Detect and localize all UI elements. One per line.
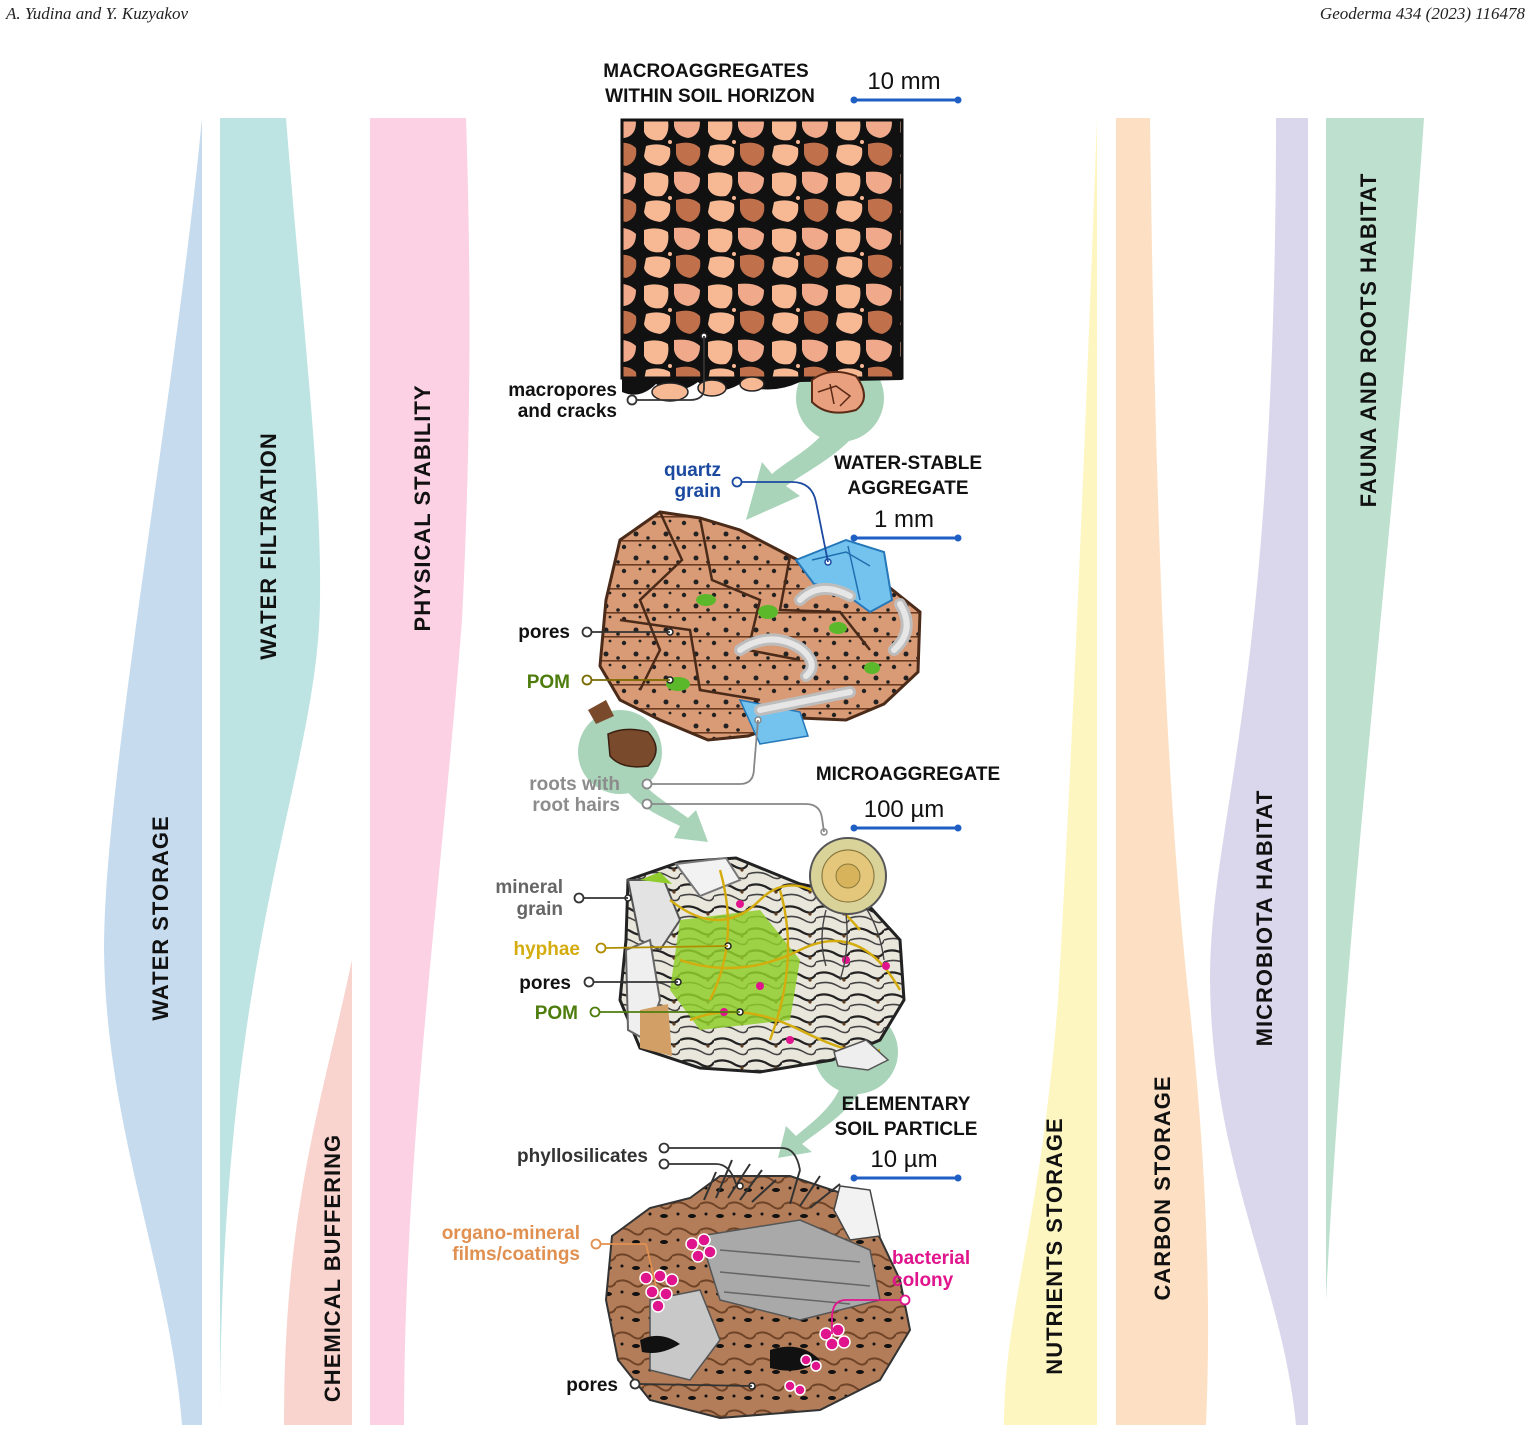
water-stable-title-line1: WATER-STABLE <box>834 453 982 474</box>
label-macropores-line2: and cracks <box>518 401 617 422</box>
macro-title-line1: MACROAGGREGATES <box>603 61 808 82</box>
band-label-water-filtration: WATER FILTRATION <box>256 432 281 659</box>
running-head-authors: A. Yudina and Y. Kuzyakov <box>6 4 188 23</box>
band-water-storage <box>104 118 202 1425</box>
scale-bars <box>854 98 958 1180</box>
label-roots-line2: root hairs <box>532 795 620 816</box>
label-bacterial-line2: colony <box>892 1270 954 1291</box>
band-label-physical-stability: PHYSICAL STABILITY <box>410 385 435 632</box>
elementary-title-line1: ELEMENTARY <box>842 1094 971 1115</box>
band-label-nutrients-storage: NUTRIENTS STORAGE <box>1042 1117 1067 1374</box>
label-phyllosilicates: phyllosilicates <box>517 1146 648 1167</box>
band-physical-stability <box>370 118 470 1425</box>
scale-bar-ends <box>850 96 962 1182</box>
label-quartz-line1: quartz <box>664 460 721 481</box>
label-macropores-line1: macropores <box>508 380 617 401</box>
label-pom-micro: POM <box>535 1003 578 1024</box>
elementary-scale-label: 10 µm <box>870 1146 937 1173</box>
label-mineral-line2: grain <box>517 899 563 920</box>
band-label-fauna-roots-habitat: FAUNA AND ROOTS HABITAT <box>1356 173 1381 508</box>
label-mineral-line1: mineral <box>495 877 563 898</box>
running-head-journal: Geoderma 434 (2023) 116478 <box>1319 4 1525 23</box>
bacterial-colony-marks <box>639 1233 851 1396</box>
label-pores-aggregate: pores <box>518 622 570 643</box>
label-pom-aggregate: POM <box>527 672 570 693</box>
label-pores-particle: pores <box>566 1375 618 1396</box>
label-organo-line1: organo-mineral <box>442 1223 580 1244</box>
label-organo-line2: films/coatings <box>452 1244 580 1265</box>
macro-title-line2: WITHIN SOIL HORIZON <box>605 86 815 107</box>
band-microbiota-habitat <box>1210 118 1308 1425</box>
band-label-water-storage: WATER STORAGE <box>148 815 173 1020</box>
band-water-filtration <box>220 118 321 1425</box>
microaggregate-illustration <box>618 828 906 1074</box>
band-label-microbiota-habitat: MICROBIOTA HABITAT <box>1252 790 1277 1047</box>
label-hyphae: hyphae <box>513 939 580 960</box>
band-chemical-buffering <box>284 960 352 1425</box>
leader-end-circles <box>573 394 911 1390</box>
micro-scale-label: 100 µm <box>864 796 945 823</box>
label-bacterial-line1: bacterial <box>892 1248 970 1269</box>
leader-lines <box>584 336 900 1387</box>
label-pores-micro: pores <box>519 973 571 994</box>
macroaggregates-illustration <box>620 118 904 414</box>
band-label-carbon-storage: CARBON STORAGE <box>1150 1075 1175 1300</box>
water-stable-aggregate-illustration <box>588 510 922 768</box>
elementary-particle-illustration <box>604 1159 912 1420</box>
water-stable-title-line2: AGGREGATE <box>847 478 968 499</box>
macro-scale-label: 10 mm <box>867 68 940 95</box>
elementary-title-line2: SOIL PARTICLE <box>835 1119 978 1140</box>
micro-title: MICROAGGREGATE <box>816 764 1000 785</box>
label-roots-line1: roots with <box>529 774 620 795</box>
water-stable-scale-label: 1 mm <box>874 506 934 533</box>
band-carbon-storage <box>1116 118 1209 1425</box>
band-label-chemical-buffering: CHEMICAL BUFFERING <box>320 1134 345 1402</box>
label-quartz-line2: grain <box>675 481 721 502</box>
band-nutrients-storage <box>1004 118 1097 1425</box>
band-fauna-roots-habitat <box>1326 118 1424 1300</box>
